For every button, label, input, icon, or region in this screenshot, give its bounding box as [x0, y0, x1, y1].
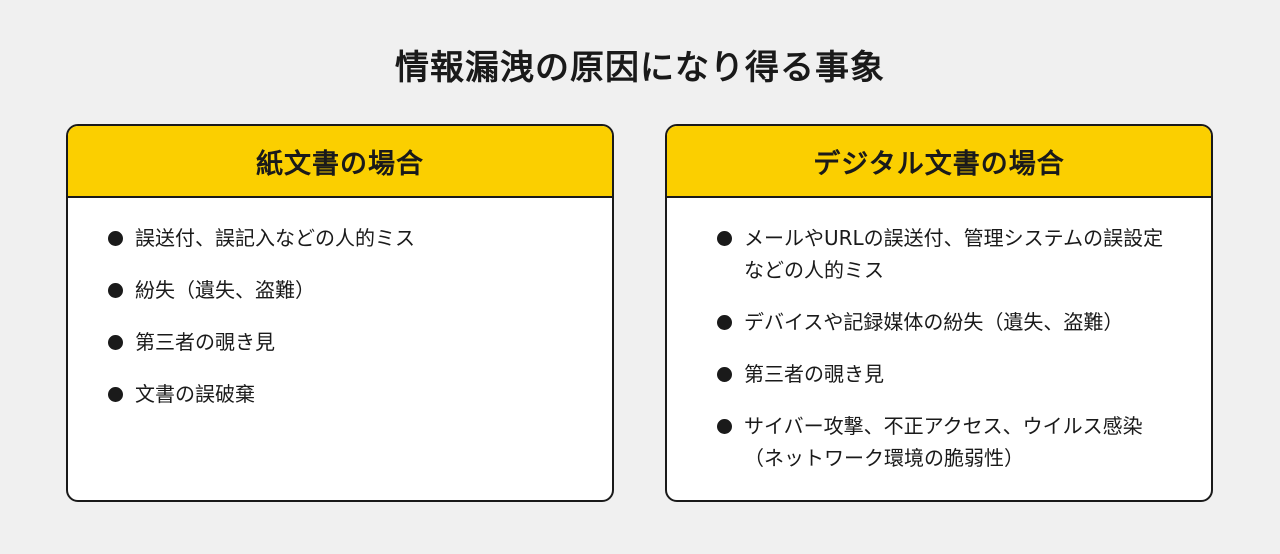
list-item: 紛失（遺失、盗難）: [108, 274, 582, 306]
paper-documents-card: 紙文書の場合 誤送付、誤記入などの人的ミス 紛失（遺失、盗難） 第三者の覗き見 …: [66, 124, 614, 502]
card-title: デジタル文書の場合: [813, 148, 1065, 180]
card-header: デジタル文書の場合: [667, 126, 1211, 198]
card-title: 紙文書の場合: [256, 148, 424, 180]
list-item: 文書の誤破棄: [108, 378, 582, 410]
list-item-text: サイバー攻撃、不正アクセス、ウイルス感染（ネットワーク環境の脆弱性）: [744, 414, 1143, 470]
list-item: サイバー攻撃、不正アクセス、ウイルス感染（ネットワーク環境の脆弱性）: [717, 410, 1175, 474]
card-body: メールやURLの誤送付、管理システムの誤設定などの人的ミス デバイスや記録媒体の…: [667, 198, 1211, 474]
list-item: デバイスや記録媒体の紛失（遺失、盗難）: [717, 306, 1175, 338]
bullet-dot-icon: [717, 315, 732, 330]
page-title: 情報漏洩の原因になり得る事象: [395, 48, 885, 88]
list-item: 誤送付、誤記入などの人的ミス: [108, 222, 582, 254]
bullet-dot-icon: [108, 231, 123, 246]
list-item-text: 文書の誤破棄: [135, 382, 255, 406]
card-header: 紙文書の場合: [68, 126, 612, 198]
list-item-text: デバイスや記録媒体の紛失（遺失、盗難）: [744, 310, 1124, 334]
bullet-dot-icon: [717, 367, 732, 382]
bullet-dot-icon: [108, 387, 123, 402]
bullet-dot-icon: [717, 231, 732, 246]
list-item-text: 第三者の覗き見: [135, 330, 275, 354]
list-item-text: 第三者の覗き見: [744, 362, 884, 386]
list-item-text: 誤送付、誤記入などの人的ミス: [135, 226, 415, 250]
list-item: メールやURLの誤送付、管理システムの誤設定などの人的ミス: [717, 222, 1175, 286]
bullet-dot-icon: [717, 419, 732, 434]
list-item-text: 紛失（遺失、盗難）: [135, 278, 315, 302]
list-item-text: メールやURLの誤送付、管理システムの誤設定などの人的ミス: [744, 226, 1164, 282]
bullet-dot-icon: [108, 283, 123, 298]
digital-documents-card: デジタル文書の場合 メールやURLの誤送付、管理システムの誤設定などの人的ミス …: [665, 124, 1213, 502]
card-body: 誤送付、誤記入などの人的ミス 紛失（遺失、盗難） 第三者の覗き見 文書の誤破棄: [68, 198, 612, 410]
list-item: 第三者の覗き見: [717, 358, 1175, 390]
bullet-dot-icon: [108, 335, 123, 350]
list-item: 第三者の覗き見: [108, 326, 582, 358]
